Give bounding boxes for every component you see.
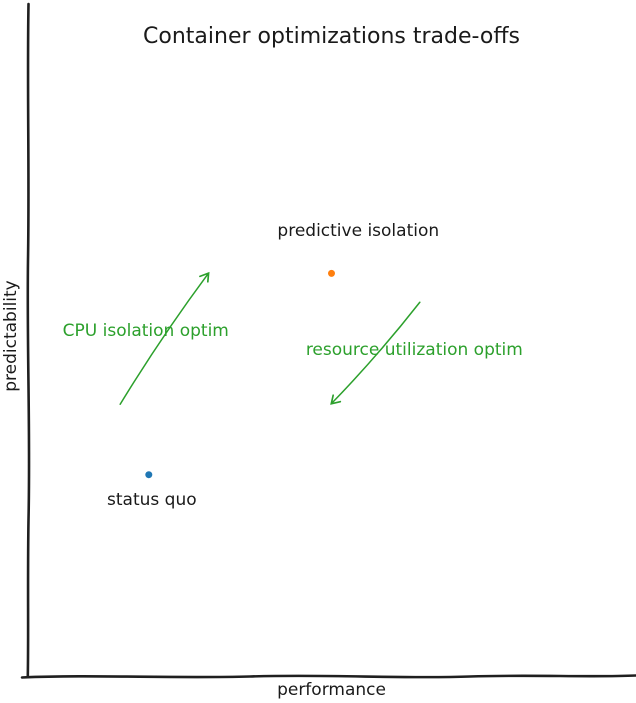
data-point-status-quo (145, 471, 153, 479)
arrow-cpu-isolation-optim (119, 271, 210, 405)
x-axis-label: performance (277, 680, 386, 700)
y-axis-line (26, 2, 31, 678)
data-point-predictive-isolation (328, 269, 335, 277)
y-axis-label: predictability (1, 280, 21, 392)
arrow-resource-utilization-optim (330, 301, 421, 405)
x-axis-line (20, 674, 636, 679)
chart-title: Container optimizations trade-offs (143, 24, 520, 49)
